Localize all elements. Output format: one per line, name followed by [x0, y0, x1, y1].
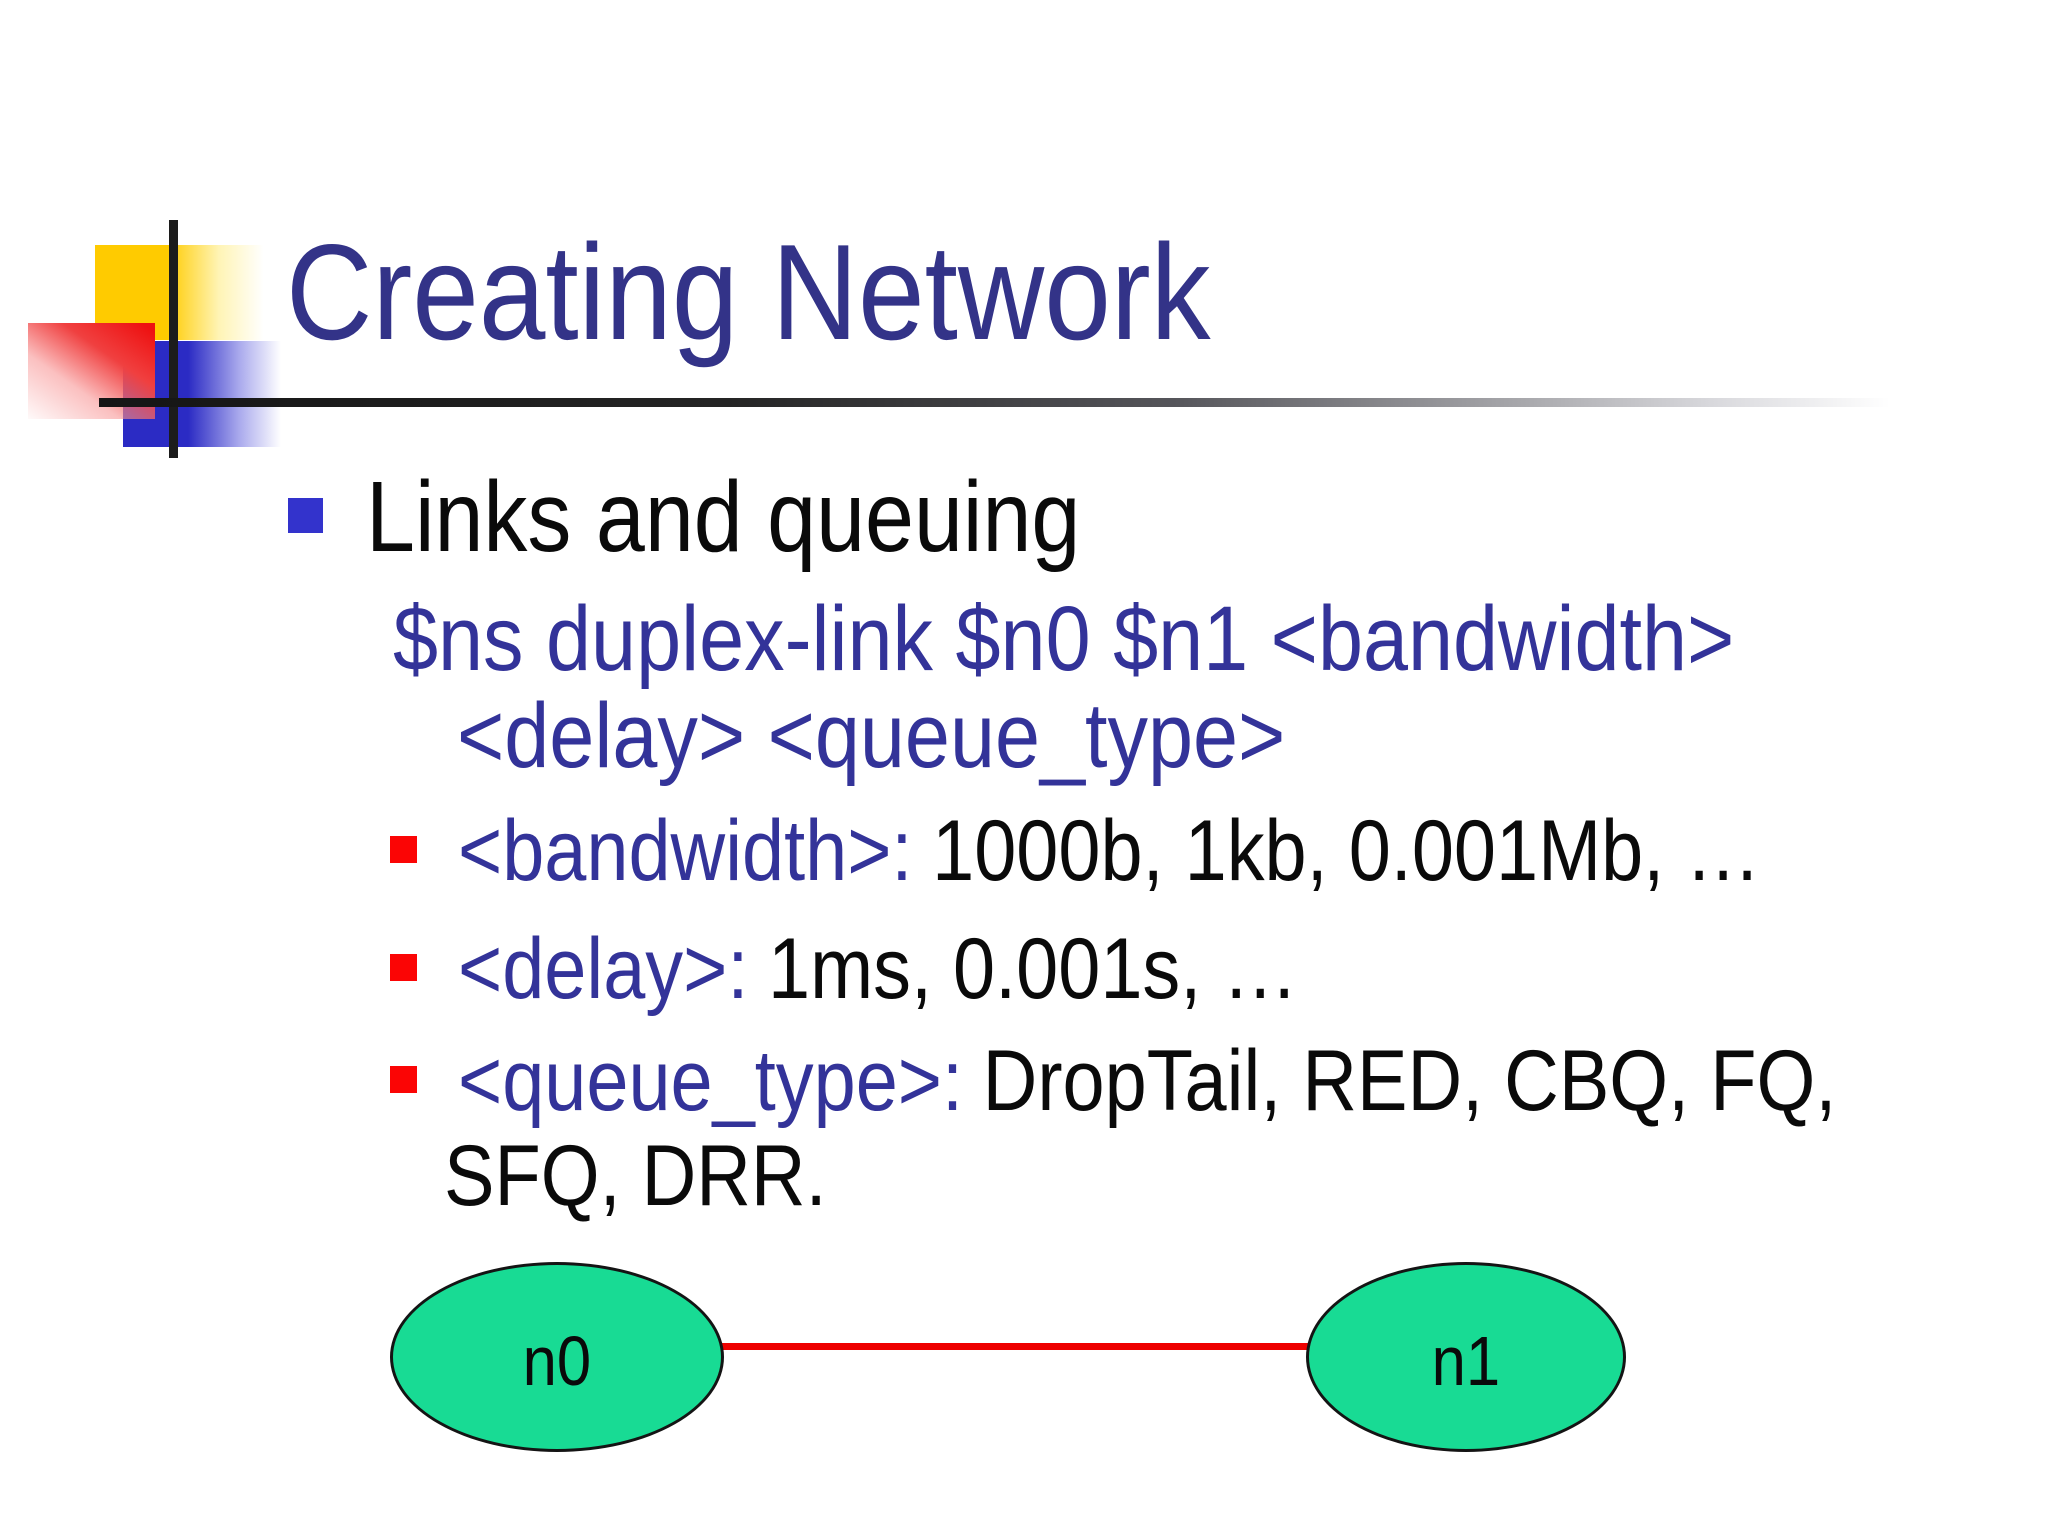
- param-bandwidth-values: 1000b, 1kb, 0.001Mb, …: [932, 803, 1761, 899]
- param-bandwidth-term: <bandwidth>:: [458, 803, 913, 899]
- node-n0-label: n0: [522, 1322, 592, 1400]
- node-n0-ellipse: n0: [390, 1262, 724, 1452]
- bullet-links-and-queuing: Links and queuing: [366, 461, 1081, 573]
- code-line-delay-queue-type: <delay> <queue_type>: [457, 685, 1286, 787]
- param-delay-values: 1ms, 0.001s, …: [768, 921, 1299, 1017]
- duplex-link-line: [719, 1343, 1311, 1350]
- sub-bullet-square-delay: [390, 954, 417, 981]
- param-queue-type: <queue_type>:DropTail, RED, CBQ, FQ,: [458, 1038, 1836, 1124]
- sub-bullet-square-bandwidth: [390, 836, 417, 863]
- param-queue-type-values-wrap: SFQ, DRR.: [444, 1128, 827, 1224]
- node-n1-label: n1: [1431, 1322, 1501, 1400]
- node-n1-ellipse: n1: [1306, 1262, 1626, 1452]
- code-line-duplex-link: $ns duplex-link $n0 $n1 <bandwidth>: [393, 588, 1735, 690]
- param-queue-type-term: <queue_type>:: [458, 1033, 964, 1129]
- param-delay-term: <delay>:: [458, 921, 749, 1017]
- title-divider-rule: [99, 398, 1890, 407]
- param-queue-type-values: DropTail, RED, CBQ, FQ,: [982, 1033, 1837, 1129]
- param-bandwidth: <bandwidth>:1000b, 1kb, 0.001Mb, …: [458, 808, 1761, 894]
- sub-bullet-square-queue-type: [390, 1066, 417, 1093]
- decor-vertical-line: [169, 220, 178, 458]
- level1-bullet-square: [288, 498, 323, 533]
- slide-title: Creating Network: [286, 216, 1211, 368]
- param-delay: <delay>:1ms, 0.001s, …: [458, 926, 1298, 1012]
